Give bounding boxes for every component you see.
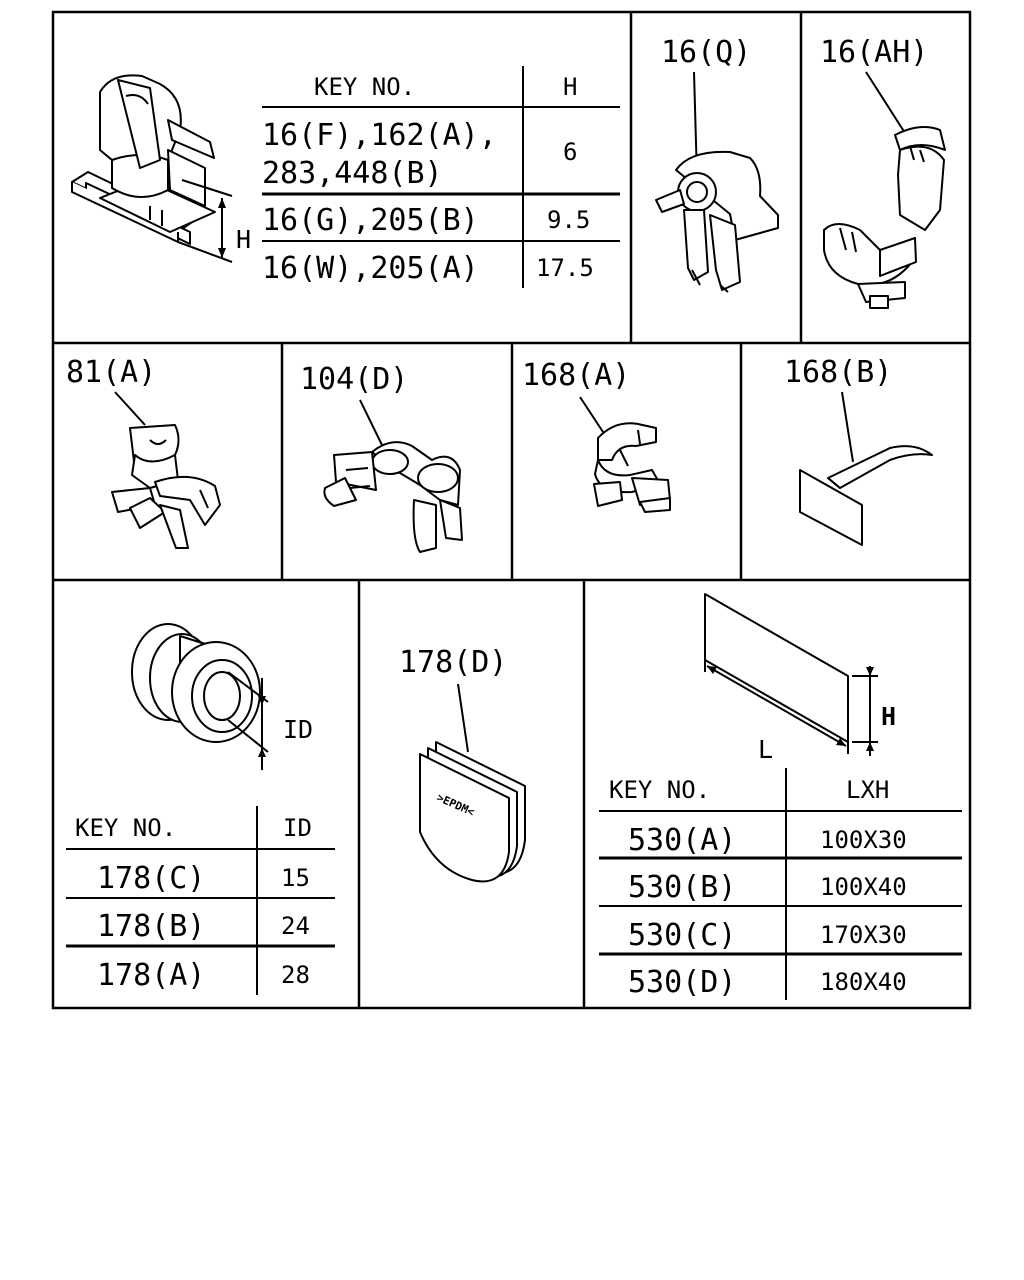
clip-168a-drawing bbox=[593, 422, 671, 513]
part-label-168a: 168(A) bbox=[522, 358, 630, 393]
h-dimension: H bbox=[177, 179, 251, 263]
clip-81a-drawing bbox=[111, 424, 221, 549]
part-label-16ah: 16(AH) bbox=[820, 35, 928, 70]
id-dimension-label: ID bbox=[283, 715, 313, 744]
lxh-table-row-value: 180X40 bbox=[820, 968, 907, 996]
clip-drawing bbox=[71, 74, 216, 245]
lxh-table-row-value: 100X30 bbox=[820, 826, 907, 854]
panel-168b: 168(B) bbox=[784, 355, 933, 546]
part-label-104d: 104(D) bbox=[300, 362, 408, 397]
panel-clip-h: H KEY NO. H 16(F),162(A), 283,448(B) 6 1… bbox=[71, 66, 620, 288]
lxh-table-row-key: 530(A) bbox=[628, 823, 736, 858]
panel-16ah: 16(AH) bbox=[820, 35, 946, 309]
id-table-row-value: 24 bbox=[281, 912, 310, 940]
lxh-table-row-key: 530(C) bbox=[628, 918, 736, 953]
lxh-table-header-lxh: LXH bbox=[846, 776, 889, 804]
panel-16q: 16(Q) bbox=[655, 35, 779, 293]
h-table-header-key: KEY NO. bbox=[314, 73, 415, 101]
h-table-row-value: 9.5 bbox=[547, 206, 590, 234]
panel-178d: 178(D) >EPDM< bbox=[399, 645, 526, 883]
tape-drawing: L H bbox=[704, 593, 896, 764]
id-table-row-key: 178(A) bbox=[97, 958, 205, 993]
lxh-table-row-value: 170X30 bbox=[820, 921, 907, 949]
id-table-row-key: 178(C) bbox=[97, 861, 205, 896]
panel-104d: 104(D) bbox=[300, 362, 463, 553]
panel-tape-lxh: L H KEY NO. LXH 530(A) 100X30 530(B) 100… bbox=[599, 593, 962, 1000]
h-table-row-value: 6 bbox=[563, 138, 577, 166]
h-table: KEY NO. H 16(F),162(A), 283,448(B) 6 16(… bbox=[262, 66, 620, 288]
grommet-drawing: ID bbox=[131, 623, 313, 770]
part-label-16q: 16(Q) bbox=[661, 35, 751, 70]
h-table-row-key: 16(G),205(B) bbox=[262, 203, 479, 238]
h-table-row-key: 16(W),205(A) bbox=[262, 251, 479, 286]
lxh-table-header-key: KEY NO. bbox=[609, 776, 710, 804]
part-label-168b: 168(B) bbox=[784, 355, 892, 390]
panel-81a: 81(A) bbox=[66, 355, 221, 549]
id-table-row-value: 15 bbox=[281, 864, 310, 892]
id-table: KEY NO. ID 178(C) 15 178(B) 24 178(A) 28 bbox=[66, 806, 335, 995]
h-table-header-h: H bbox=[563, 73, 577, 101]
grid-frame bbox=[51, 10, 972, 1010]
panel-168a: 168(A) bbox=[522, 358, 671, 513]
lxh-table: KEY NO. LXH 530(A) 100X30 530(B) 100X40 … bbox=[599, 768, 962, 1000]
lxh-table-row-key: 530(B) bbox=[628, 870, 736, 905]
h-table-row-value: 17.5 bbox=[536, 254, 594, 282]
part-label-178d: 178(D) bbox=[399, 645, 507, 680]
id-table-row-value: 28 bbox=[281, 961, 310, 989]
length-dimension-label: L bbox=[758, 735, 773, 764]
id-table-row-key: 178(B) bbox=[97, 909, 205, 944]
lxh-table-row-value: 100X40 bbox=[820, 873, 907, 901]
clip-16ah-drawing bbox=[823, 125, 946, 309]
clip-16q-drawing bbox=[655, 150, 779, 293]
h-table-row-key: 16(F),162(A), bbox=[262, 118, 497, 153]
h-table-row-key: 283,448(B) bbox=[262, 156, 443, 191]
id-table-header-id: ID bbox=[283, 814, 312, 842]
part-label-81a: 81(A) bbox=[66, 355, 156, 390]
plug-178d-drawing: >EPDM< bbox=[419, 741, 526, 883]
h-dimension-label: H bbox=[236, 225, 251, 254]
id-table-header-key: KEY NO. bbox=[75, 814, 176, 842]
lxh-table-row-key: 530(D) bbox=[628, 965, 736, 1000]
clip-104d-drawing bbox=[323, 441, 463, 553]
panel-grommet-id: ID KEY NO. ID 178(C) 15 178(B) 24 178(A)… bbox=[66, 623, 335, 995]
tie-168b-drawing bbox=[799, 445, 933, 546]
height-dimension-label: H bbox=[881, 702, 896, 731]
